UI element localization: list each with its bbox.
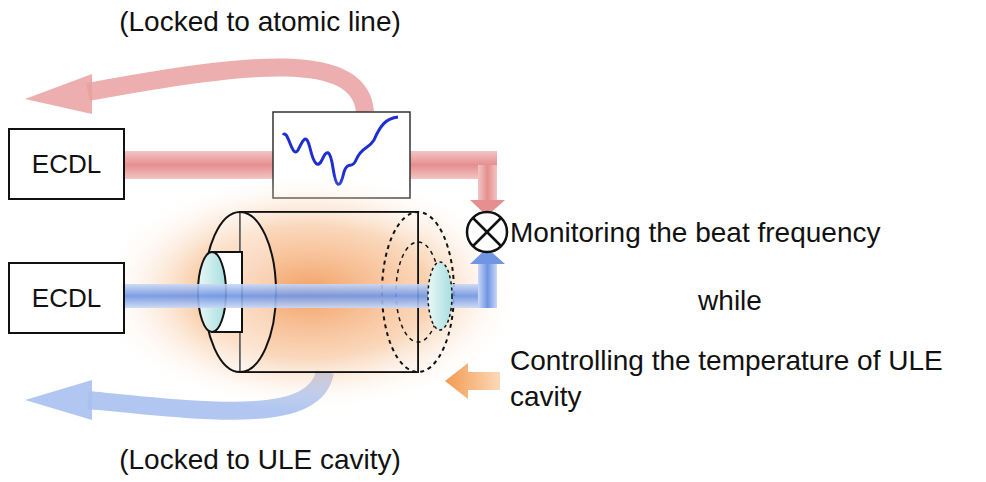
arrow-head <box>25 380 92 420</box>
mixer-symbol <box>467 212 507 252</box>
laser-box: ECDL <box>8 262 125 334</box>
annotation: (Locked to ULE cavity) <box>40 442 480 478</box>
annotation: while <box>510 283 950 319</box>
annotation: (Locked to atomic line) <box>40 4 480 40</box>
mirror <box>428 262 452 330</box>
laser-beam <box>478 262 497 308</box>
annotation: Monitoring the beat frequency <box>510 215 980 251</box>
laser-box: ECDL <box>8 128 125 200</box>
annotation: Controlling the temperature of ULE cavit… <box>510 343 980 416</box>
node-label: ECDL <box>32 149 101 180</box>
feedback-arc <box>88 67 365 112</box>
heat-glow <box>95 172 525 412</box>
arrow-head <box>25 74 92 114</box>
laser-beam <box>478 165 497 201</box>
node-label: ECDL <box>32 283 101 314</box>
heat-arrow <box>445 363 500 399</box>
